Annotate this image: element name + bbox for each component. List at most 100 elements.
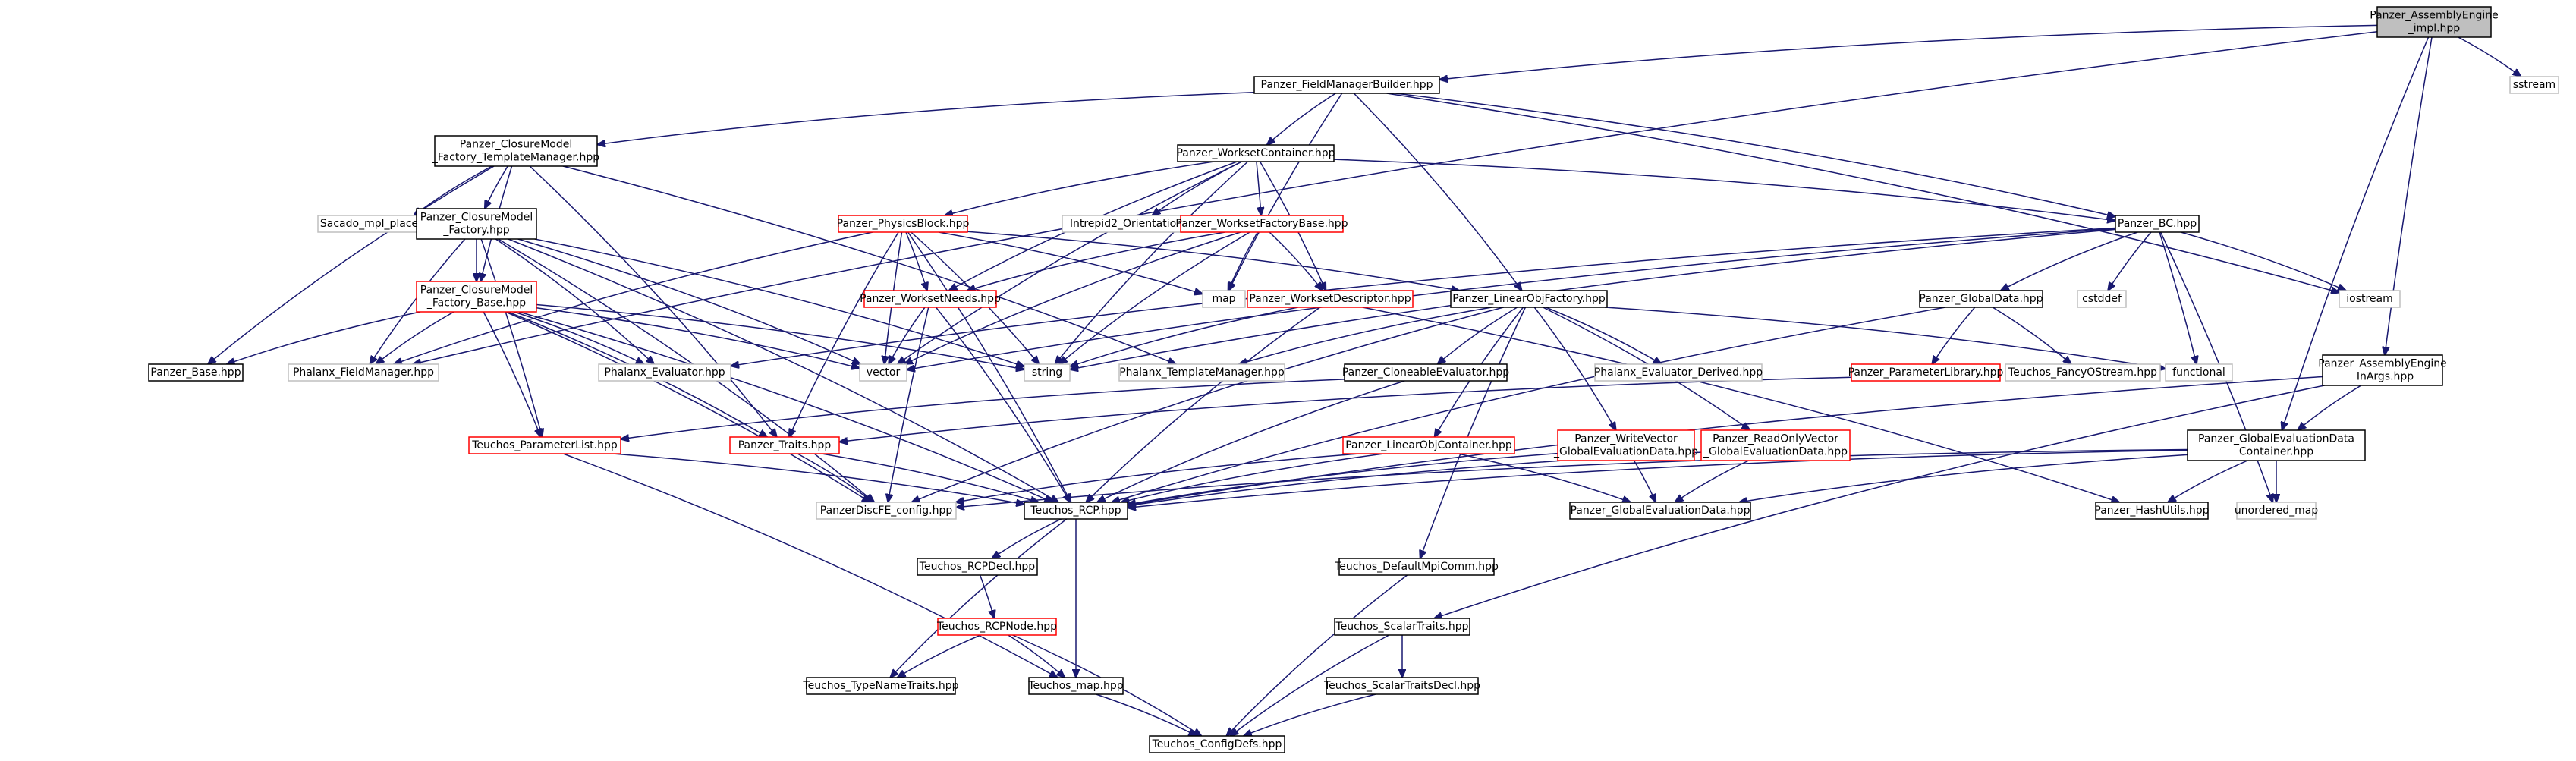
edges-layer [208, 24, 2521, 736]
node-label-string-0: string [1032, 366, 1062, 379]
node-tnt[interactable]: Teuchos_TypeNameTraits.hpp [802, 677, 959, 695]
edge-pb-to-phfm [394, 231, 873, 364]
node-fmb[interactable]: Panzer_FieldManagerBuilder.hpp [1253, 76, 1440, 94]
node-sstream[interactable]: sstream [2509, 76, 2559, 94]
node-aeia[interactable]: Panzer_AssemblyEngine_InArgs.hpp [2318, 354, 2447, 386]
edge-rcpnode-to-tmap [1008, 634, 1065, 678]
edge-cmfb-to-vector [536, 307, 860, 368]
node-dmc[interactable]: Teuchos_DefaultMpiComm.hpp [1334, 558, 1499, 576]
edge-gedc-to-ged [1739, 454, 2188, 502]
node-label-wv-1: _GlobalEvaluationData.hpp [1553, 446, 1698, 458]
node-tmap[interactable]: Teuchos_map.hpp [1027, 677, 1124, 695]
node-map[interactable]: map [1202, 290, 1246, 308]
node-wc[interactable]: Panzer_WorksetContainer.hpp [1176, 144, 1335, 162]
node-ce[interactable]: Panzer_CloneableEvaluator.hpp [1342, 363, 1509, 382]
node-cmf[interactable]: Panzer_ClosureModel_Factory.hpp [416, 208, 537, 240]
node-phfm[interactable]: Phalanx_FieldManager.hpp [288, 363, 439, 382]
node-rcp[interactable]: Teuchos_RCP.hpp [1024, 502, 1128, 520]
edge-gedc-to-rcp [1128, 449, 2188, 508]
edge-root-to-fmb [1439, 24, 2378, 80]
node-pl[interactable]: Panzer_ParameterLibrary.hpp [1848, 363, 2004, 382]
node-box-aeia [2322, 354, 2443, 386]
edge-dmc-to-cfg [1226, 574, 1408, 736]
node-tpl[interactable]: Teuchos_ParameterList.hpp [468, 436, 621, 454]
edge-wn-to-vector [889, 307, 926, 364]
node-root[interactable]: Panzer_AssemblyEngine_impl.hpp [2370, 6, 2499, 38]
node-umap[interactable]: unordered_map [2235, 502, 2318, 520]
node-label-wn-0: Panzer_WorksetNeeds.hpp [860, 293, 1001, 305]
edge-bc-to-gd [2001, 231, 2138, 291]
node-rcpnode[interactable]: Teuchos_RCPNode.hpp [936, 618, 1057, 636]
edge-loc-to-pdfe [955, 453, 1360, 502]
edge-root-to-gedc [2282, 36, 2430, 430]
node-label-gedc-1: Container.hpp [2239, 446, 2313, 458]
edge-fmb-to-iostream [1386, 93, 2339, 293]
node-intrepid[interactable]: Intrepid2_Orientation.hpp [1062, 215, 1215, 233]
node-gd[interactable]: Panzer_GlobalData.hpp [1919, 290, 2043, 308]
node-functional[interactable]: functional [2165, 363, 2233, 382]
node-rcpdecl[interactable]: Teuchos_RCPDecl.hpp [917, 558, 1038, 576]
node-fancy[interactable]: Teuchos_FancyOStream.hpp [2005, 363, 2161, 382]
edge-cmf-to-phfm [370, 238, 466, 364]
node-box-iostream [2339, 290, 2401, 308]
node-cmftm[interactable]: Panzer_ClosureModel_Factory_TemplateMana… [432, 135, 599, 167]
node-box-ce [1344, 363, 1508, 382]
node-box-cmftm [434, 135, 598, 167]
node-box-phed [1594, 363, 1763, 382]
edge-lof-to-ce [1437, 307, 1518, 364]
node-label-cmftm-1: _Factory_TemplateManager.hpp [432, 152, 599, 164]
node-loc[interactable]: Panzer_LinearObjContainer.hpp [1342, 436, 1515, 454]
node-base[interactable]: Panzer_Base.hpp [148, 363, 244, 382]
node-pb[interactable]: Panzer_PhysicsBlock.hpp [837, 215, 970, 233]
edge-wn-to-pdfe [888, 307, 929, 502]
node-cstddef[interactable]: cstddef [2077, 290, 2127, 308]
edge-pb-to-traits [789, 231, 899, 437]
node-string[interactable]: string [1024, 363, 1071, 382]
node-st[interactable]: Teuchos_ScalarTraits.hpp [1334, 618, 1470, 636]
node-wn[interactable]: Panzer_WorksetNeeds.hpp [860, 290, 1001, 308]
node-rov[interactable]: Panzer_ReadOnlyVector_GlobalEvaluationDa… [1700, 429, 1851, 461]
node-label-iostream-0: iostream [2346, 293, 2393, 305]
node-cmfb[interactable]: Panzer_ClosureModel_Factory_Base.hpp [416, 281, 537, 313]
edge-gd-to-rcp [1112, 307, 1946, 502]
node-phtm[interactable]: Phalanx_TemplateManager.hpp [1118, 363, 1285, 382]
node-pheval[interactable]: Phalanx_Evaluator.hpp [598, 363, 731, 382]
edge-cmftm-to-cmf [485, 165, 508, 209]
edge-wd-to-rcp [1086, 307, 1321, 502]
node-label-cmfb-0: Panzer_ClosureModel [420, 285, 533, 297]
edge-rcp-to-rcpdecl [992, 518, 1062, 558]
node-lof[interactable]: Panzer_LinearObjFactory.hpp [1450, 290, 1608, 308]
edge-wn-to-rcp [935, 307, 1071, 502]
edge-cmftm-to-phtm [562, 165, 1176, 364]
edge-std-to-cfg [1244, 693, 1376, 736]
node-box-pdfe [816, 502, 957, 520]
edge-rcp-to-tnt [890, 518, 1068, 678]
node-box-pheval [598, 363, 731, 382]
node-wfb[interactable]: Panzer_WorksetFactoryBase.hpp [1175, 215, 1348, 233]
node-label-root-0: Panzer_AssemblyEngine [2370, 10, 2498, 22]
node-label-aeia-1: _InArgs.hpp [2351, 371, 2414, 383]
node-box-functional [2165, 363, 2233, 382]
node-label-tmap-0: Teuchos_map.hpp [1027, 680, 1123, 692]
node-wv[interactable]: Panzer_WriteVector_GlobalEvaluationData.… [1553, 429, 1698, 461]
node-pdfe[interactable]: PanzerDiscFE_config.hpp [816, 502, 957, 520]
node-label-bc-0: Panzer_BC.hpp [2118, 218, 2197, 230]
node-cfg[interactable]: Teuchos_ConfigDefs.hpp [1149, 735, 1285, 753]
node-wd[interactable]: Panzer_WorksetDescriptor.hpp [1247, 290, 1414, 308]
node-hash[interactable]: Panzer_HashUtils.hpp [2094, 502, 2210, 520]
node-bc[interactable]: Panzer_BC.hpp [2115, 215, 2200, 233]
node-ged[interactable]: Panzer_GlobalEvaluationData.hpp [1569, 502, 1751, 520]
node-box-wn [863, 290, 997, 308]
edge-lof-to-functional [1605, 307, 2166, 369]
edge-pl-to-traits [839, 376, 1852, 442]
node-vector[interactable]: vector [859, 363, 907, 382]
node-std[interactable]: Teuchos_ScalarTraitsDecl.hpp [1323, 677, 1480, 695]
edge-pb-to-lof [967, 231, 1459, 291]
edge-wc-to-pb [945, 161, 1215, 215]
node-label-pheval-0: Phalanx_Evaluator.hpp [604, 366, 725, 379]
node-iostream[interactable]: iostream [2339, 290, 2401, 308]
node-traits[interactable]: Panzer_Traits.hpp [729, 436, 840, 454]
edge-gd-to-fancy [1992, 307, 2071, 364]
node-phed[interactable]: Phalanx_Evaluator_Derived.hpp [1594, 363, 1763, 382]
